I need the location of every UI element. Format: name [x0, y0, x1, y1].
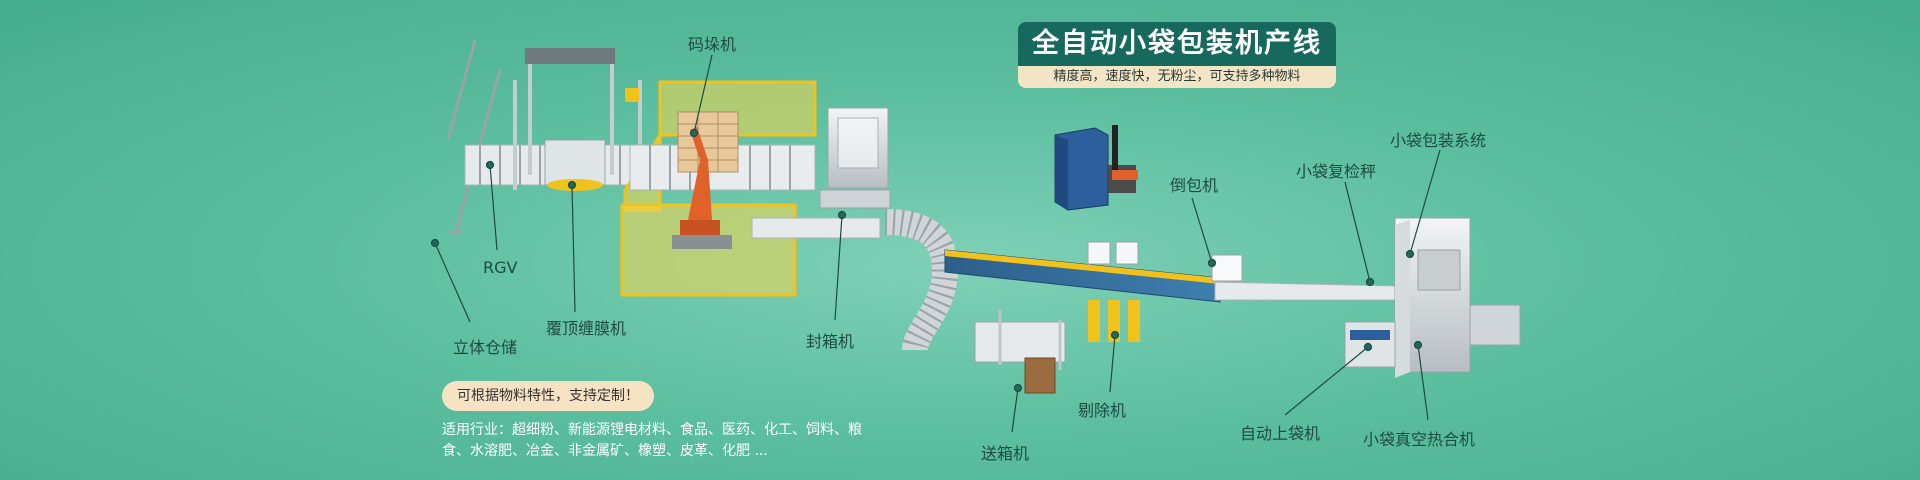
- label-vacuum-sealer: 小袋真空热合机: [1363, 430, 1476, 449]
- curved-roller-conveyor: [884, 209, 959, 352]
- label-wrapper: 覆顶缠膜机: [546, 319, 627, 338]
- industries-line-1: 适用行业：超细粉、新能源锂电材料、食品、医药、化工、饲料、粮: [442, 422, 862, 438]
- industries-text: 适用行业：超细粉、新能源锂电材料、食品、医药、化工、饲料、粮 食、水溶肥、冶金、…: [442, 420, 872, 462]
- label-storage: 立体仓储: [453, 338, 518, 357]
- main-conveyor: [944, 249, 1401, 303]
- label-bag-inverter: 倒包机: [1170, 176, 1219, 195]
- custom-note-badge: 可根据物料特性，支持定制！: [442, 381, 654, 411]
- bag-inverter: [1208, 254, 1243, 282]
- label-palletizer: 码垛机: [688, 35, 737, 54]
- case-sealer: [751, 107, 891, 239]
- label-packing-system: 小袋包装系统: [1390, 131, 1487, 150]
- case-feeder: [974, 310, 1066, 394]
- label-case-feeder: 送箱机: [981, 444, 1030, 463]
- label-rgv: RGV: [483, 258, 518, 277]
- label-rejector: 剔除机: [1078, 401, 1127, 420]
- page-subtitle: 精度高，速度快，无粉尘，可支持多种物料: [1018, 66, 1336, 88]
- label-auto-bag-loader: 自动上袋机: [1240, 424, 1321, 443]
- storage-rack: [446, 39, 502, 236]
- label-case-sealer: 封箱机: [806, 332, 855, 351]
- electric-cabinet: [1054, 127, 1109, 211]
- label-check-weigher: 小袋复检秤: [1296, 162, 1377, 181]
- callout-lines: [430, 54, 1441, 433]
- stacked-pallet: [677, 111, 739, 173]
- rejector-machine: [1087, 241, 1140, 342]
- industries-line-2: 食、水溶肥、冶金、非金属矿、橡塑、皮革、化肥 ...: [442, 443, 768, 459]
- page-title: 全自动小袋包装机产线: [1018, 22, 1336, 66]
- forklift: [1108, 125, 1138, 193]
